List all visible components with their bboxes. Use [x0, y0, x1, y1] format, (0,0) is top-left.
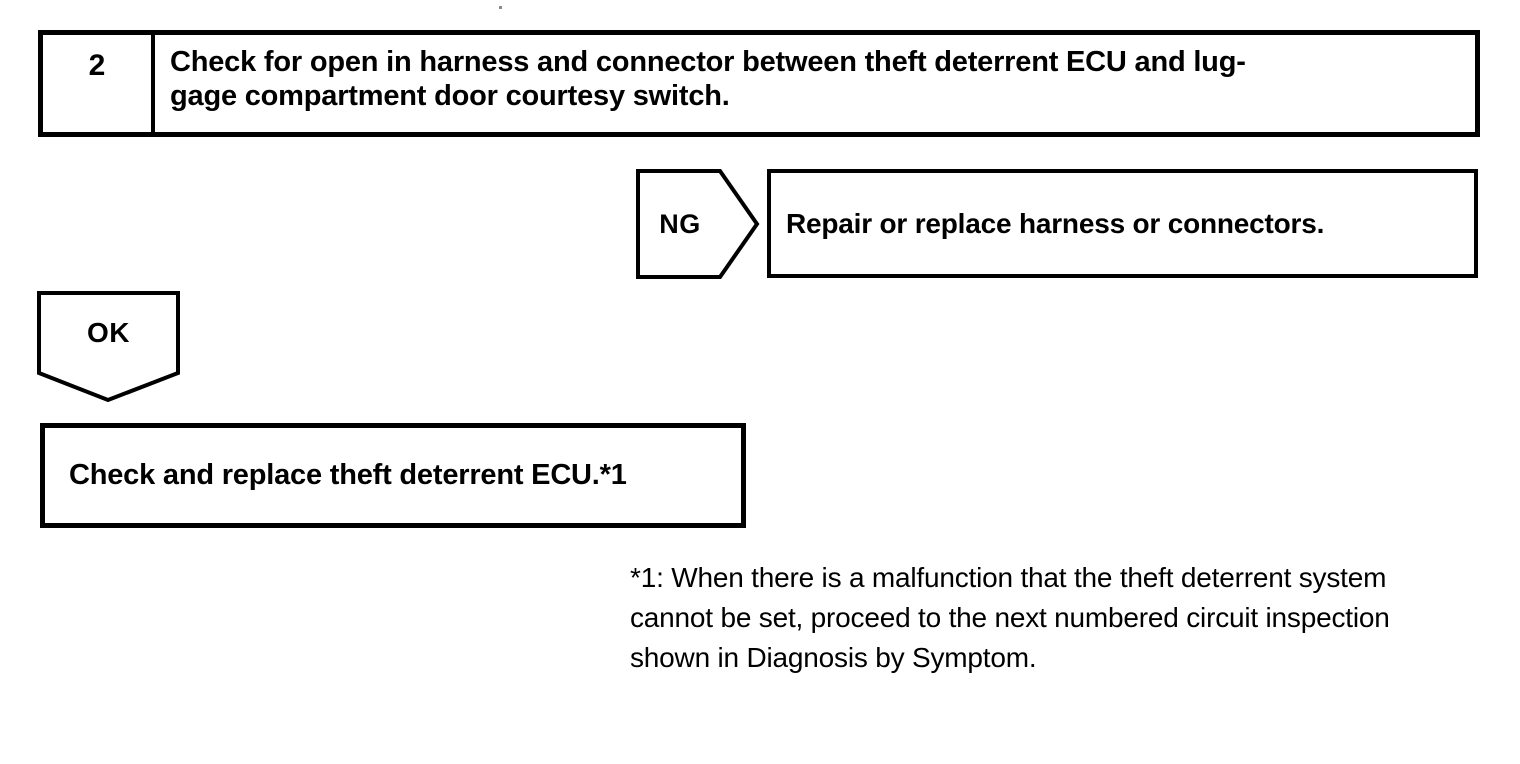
ng-connector: NG [636, 168, 760, 280]
ng-action-text: Repair or replace harness or connectors. [786, 207, 1325, 239]
step-instruction-line-1: Check for open in harness and connector … [170, 46, 1246, 78]
ok-action-text: Check and replace theft deterrent ECU.*1 [69, 459, 627, 491]
step-instruction: Check for open in harness and connector … [155, 35, 1264, 132]
ng-arrow-polygon [636, 169, 760, 279]
footnote: *1: When there is a malfunction that the… [630, 558, 1500, 678]
step-number: 2 [43, 35, 155, 132]
step-box: 2 Check for open in harness and connecto… [38, 30, 1480, 137]
ok-action-box: Check and replace theft deterrent ECU.*1 [40, 423, 746, 528]
ng-action-box: Repair or replace harness or connectors. [767, 169, 1478, 278]
ng-arrow-shape [636, 169, 760, 279]
footnote-line-3: shown in Diagnosis by Symptom. [630, 642, 1037, 673]
scan-artifact-dot [499, 6, 502, 9]
footnote-line-1: *1: When there is a malfunction that the… [630, 562, 1387, 593]
ok-arrow-polygon [37, 291, 180, 403]
footnote-line-2: cannot be set, proceed to the next numbe… [630, 602, 1390, 633]
ok-arrow-shape [37, 291, 180, 403]
ok-label: OK [87, 317, 130, 348]
ok-connector: OK [37, 291, 180, 403]
ng-label: NG [659, 208, 701, 239]
step-instruction-line-2: gage compartment door courtesy switch. [170, 80, 730, 112]
